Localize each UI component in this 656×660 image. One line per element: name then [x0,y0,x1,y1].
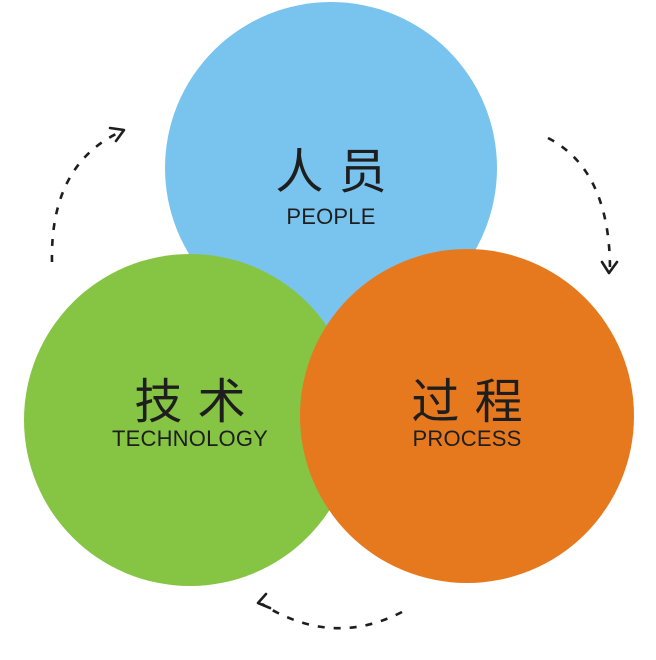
arrow-people-to-process [547,136,619,275]
people-label-en: PEOPLE [286,204,375,229]
process-circle [300,249,634,583]
people-label-cn: 人 员 [275,144,386,200]
technology-circle [24,254,356,586]
technology-label-cn: 技 术 [134,374,245,430]
arrow-process-to-technology [256,592,403,630]
technology-label-en: TECHNOLOGY [112,426,268,451]
process-label-en: PROCESS [413,426,522,451]
arrow-technology-to-people [50,126,126,263]
people-circle [165,2,497,334]
process-label-cn: 过 程 [411,374,522,430]
